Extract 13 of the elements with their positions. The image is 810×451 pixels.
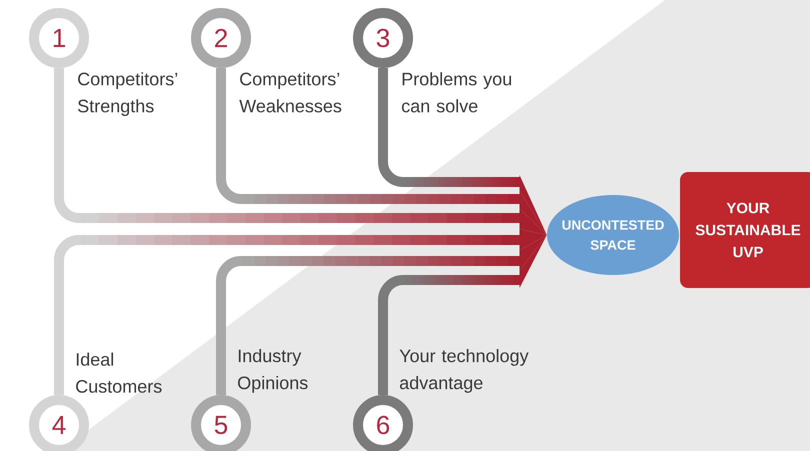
uvp-box: YOUR SUSTAINABLE UVP xyxy=(680,172,810,288)
arrow xyxy=(54,229,547,395)
step-label: Problems you can solve xyxy=(402,72,512,112)
arrow xyxy=(216,68,547,235)
step-label: Ideal Customers xyxy=(76,352,162,393)
step-label: Competitors’ Weaknesses xyxy=(239,72,342,112)
arrow xyxy=(54,68,547,235)
arrow xyxy=(216,235,547,395)
arrow xyxy=(378,68,547,235)
step-label: Your technology advantage xyxy=(400,349,529,393)
arrow xyxy=(378,235,547,395)
step-label: Competitors’ Strengths xyxy=(78,72,178,116)
step-label: Industry Opinions xyxy=(238,349,308,393)
